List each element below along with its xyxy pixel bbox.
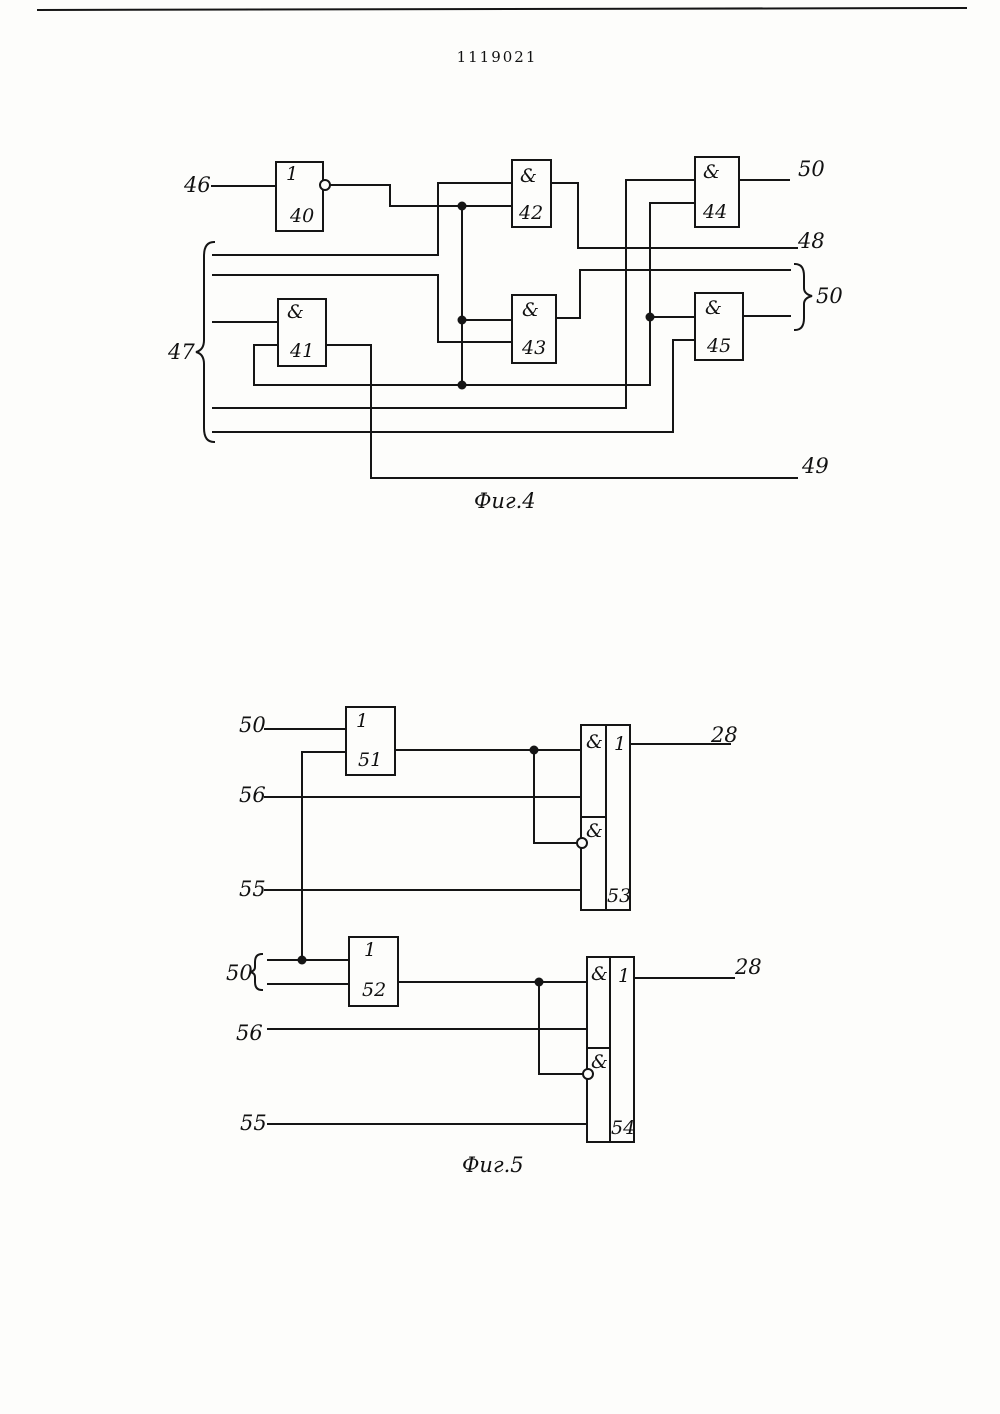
element-43-symbol: & [522,299,539,321]
fig4-junction-b [458,316,467,325]
fig5-wires-lower [268,960,734,1124]
fig4-caption: Фиг.4 [474,489,536,513]
fig4-output-50-brace [795,264,812,330]
element-42-number: 42 [518,202,543,224]
fig5-element-52: 1 52 [349,937,398,1006]
element-51-symbol: 1 [356,710,368,732]
element-54-or-symbol: 1 [618,965,630,987]
fig5-caption: Фиг.5 [462,1153,524,1177]
inversion-circle-icon [320,180,330,190]
fig4-label-48: 48 [797,229,825,253]
element-54-number: 54 [611,1117,635,1139]
fig4-input-47-brace [196,242,214,442]
fig5-element-53: & & 1 53 [577,725,631,910]
fig4-element-42: & 42 [512,160,551,227]
element-54-and-bottom: & [591,1051,608,1073]
element-40-number: 40 [289,205,314,227]
fig4-label-50-top: 50 [798,157,825,181]
fig4-element-44: & 44 [695,157,739,227]
element-42-symbol: & [520,165,537,187]
element-41-number: 41 [289,340,314,362]
fig5-junction-c [535,978,544,987]
element-53-and-top: & [586,731,603,753]
fig5-wires-upper [265,729,730,960]
fig4-junction-d [646,313,655,322]
fig4-junction-c [458,381,467,390]
element-44-number: 44 [702,201,727,223]
fig5-label-56-bottom: 56 [236,1021,263,1045]
element-41-symbol: & [287,301,304,323]
figure-5: 1 51 1 52 & & 1 53 & & 1 [226,707,762,1177]
fig5-junction-b [530,746,539,755]
element-45-symbol: & [705,297,722,319]
element-52-symbol: 1 [364,939,376,961]
fig4-label-47: 47 [167,340,195,364]
fig5-label-55-bottom: 55 [240,1111,267,1135]
fig5-label-28-top: 28 [710,723,738,747]
element-53-number: 53 [607,885,631,907]
fig4-element-40: 1 40 [276,162,330,231]
fig4-element-41: & 41 [278,299,326,366]
patent-number: 1119021 [457,48,538,66]
fig4-label-50-pair: 50 [816,284,843,308]
element-40-symbol: 1 [286,163,298,185]
element-45-number: 45 [706,335,731,357]
element-44-symbol: & [703,161,720,183]
element-54-and-top: & [591,963,608,985]
element-52-number: 52 [362,979,386,1001]
fig5-label-50-top: 50 [239,713,266,737]
fig4-element-45: & 45 [695,293,743,360]
fig5-label-56-top: 56 [239,783,266,807]
element-53-and-bottom: & [586,820,603,842]
page-top-rule [38,8,966,10]
fig5-label-55-top: 55 [239,877,266,901]
figure-4: 1 40 & 41 & 42 & 43 & 44 [167,157,843,513]
element-51-number: 51 [358,749,382,771]
fig5-junction-a [298,956,307,965]
element-53-or-symbol: 1 [614,733,626,755]
fig4-element-43: & 43 [512,295,556,363]
element-43-number: 43 [521,337,546,359]
fig4-label-46: 46 [183,173,211,197]
fig5-label-50-pair: 50 [226,961,253,985]
fig4-label-49: 49 [801,454,829,478]
fig5-element-54: & & 1 54 [583,957,635,1142]
fig5-label-28-bottom: 28 [734,955,762,979]
fig5-element-51: 1 51 [346,707,395,775]
fig4-junction-a [458,202,467,211]
